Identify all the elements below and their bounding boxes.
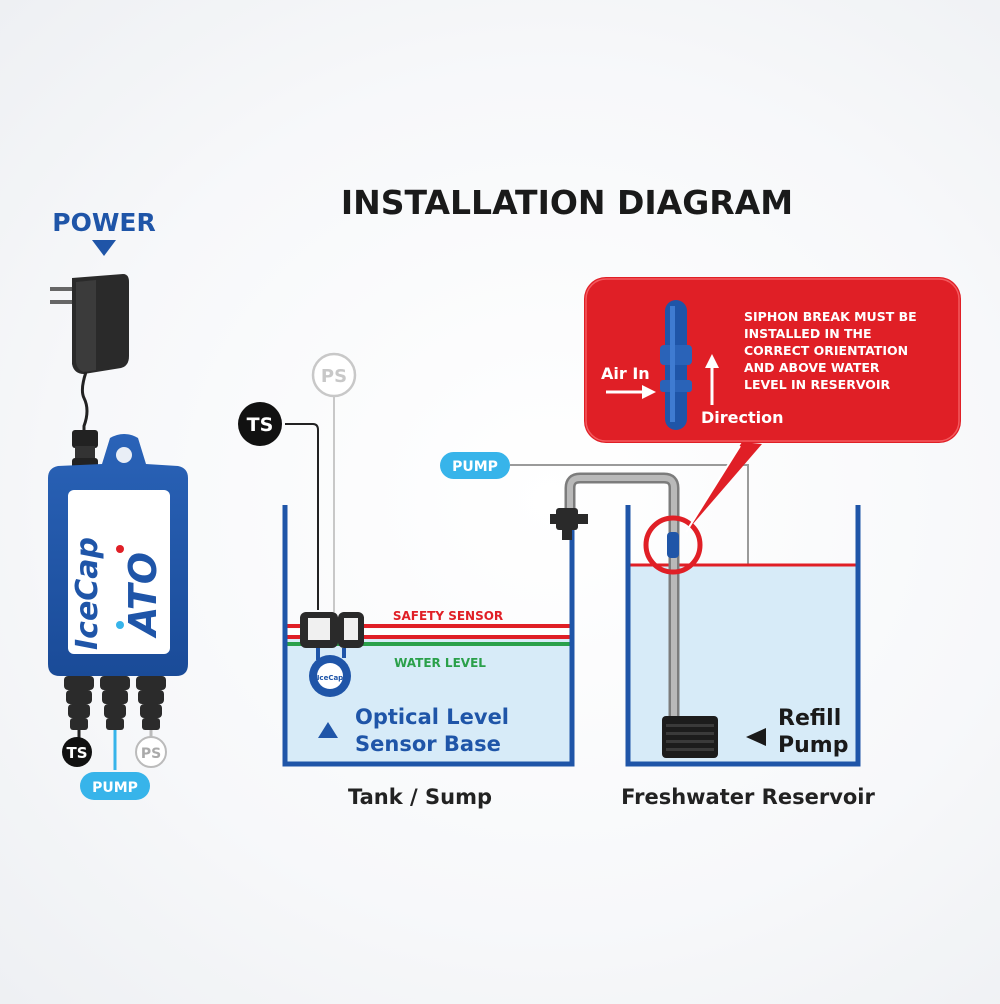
port-ts-label: TS: [66, 744, 87, 762]
siphon-break-icon: [660, 300, 692, 430]
ts-sensor-badge: [238, 402, 282, 446]
refill-label-line1: Refill: [778, 706, 841, 731]
status-led-blue: [116, 621, 124, 629]
air-in-arrow-icon: [642, 385, 656, 399]
refill-pointer-icon: [746, 728, 766, 746]
power-adapter-icon: [50, 274, 129, 472]
atocontroller: IceCap ATO TS PS PUMP: [48, 434, 188, 800]
port-pump-badge: [80, 772, 150, 800]
status-led-red: [116, 545, 124, 553]
sensor-base-label-line1: Optical Level: [355, 705, 509, 729]
controller-model: ATO: [121, 552, 165, 639]
callout-text-line3: CORRECT ORIENTATION: [744, 343, 908, 358]
safety-sensor-label: SAFETY SENSOR: [393, 609, 503, 623]
callout-text-line5: LEVEL IN RESERVOIR: [744, 377, 891, 392]
controller-ports: [64, 676, 166, 730]
pump-label: PUMP: [452, 459, 498, 475]
callout-text-line1: SIPHON BREAK MUST BE: [744, 309, 917, 324]
optical-sensors: [300, 612, 364, 660]
pump-badge: [440, 452, 510, 479]
ts-sensor-label: TS: [247, 414, 274, 436]
controller-face: [68, 490, 170, 654]
port-ps-badge: [135, 736, 167, 768]
water-level-label: WATER LEVEL: [394, 656, 486, 670]
tank-caption: Tank / Sump: [348, 785, 492, 809]
power-arrow-icon: [92, 240, 116, 256]
port-ps-label: PS: [141, 746, 161, 762]
refill-pump-icon: [662, 716, 718, 758]
port-ts-badge: [62, 737, 92, 767]
direction-label: Direction: [701, 408, 784, 427]
siphon-callout: Air In Direction SIPHON BREAK MUST BE IN…: [584, 277, 961, 533]
sensor-base-logo: IceCap: [317, 674, 343, 682]
air-in-label: Air In: [601, 364, 650, 383]
callout-text-line4: AND ABOVE WATER: [744, 360, 880, 375]
reservoir-caption: Freshwater Reservoir: [621, 785, 875, 809]
siphon-break-highlight: [643, 515, 703, 575]
check-valve-icon: [550, 508, 588, 540]
power-label: POWER: [52, 208, 155, 237]
page-title: INSTALLATION DIAGRAM: [341, 183, 793, 222]
freshwater-reservoir: Refill Pump Freshwater Reservoir: [550, 472, 876, 809]
tank-water: [285, 632, 572, 764]
triangle-pointer-icon: [318, 722, 338, 738]
ps-sensor-label: PS: [321, 366, 347, 387]
callout-text-line2: INSTALLED IN THE: [744, 326, 872, 341]
refill-label-line2: Pump: [778, 733, 848, 758]
port-pump-label: PUMP: [92, 780, 138, 796]
sensor-base-label-line2: Sensor Base: [355, 732, 501, 756]
direction-arrow-icon: [705, 354, 719, 368]
controller-brand: IceCap: [70, 537, 105, 650]
tank-sump: SAFETY SENSOR WATER LEVEL TS PS IceCap O…: [238, 352, 575, 809]
ps-sensor-badge: [311, 352, 357, 398]
